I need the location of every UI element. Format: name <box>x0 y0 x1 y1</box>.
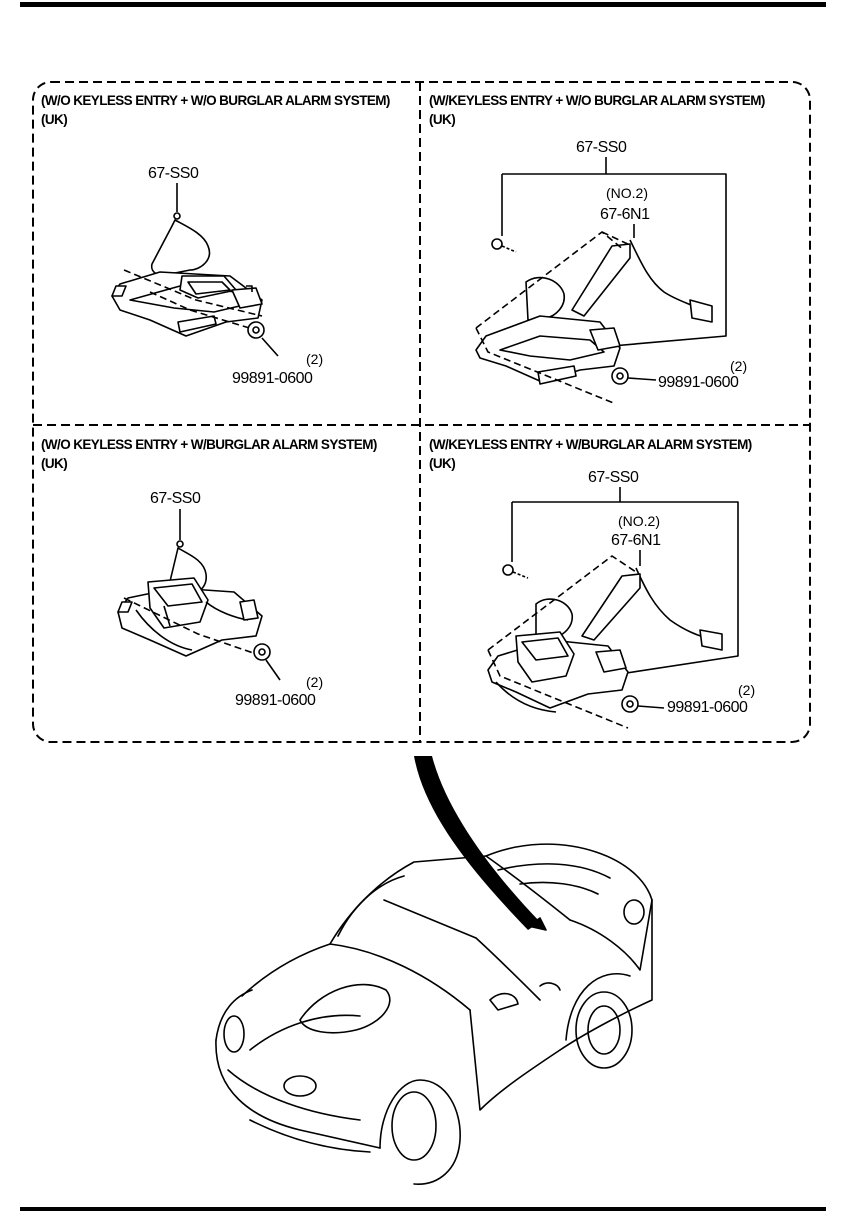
panel-4-nut-qty: (2) <box>738 682 755 698</box>
panel-4-region: (UK) <box>429 456 455 471</box>
panel-4-sub-no: (NO.2) <box>618 513 660 529</box>
panel-2: (W/KEYLESS ENTRY + W/O BURGLAR ALARM SYS… <box>429 93 765 405</box>
panel-3: (W/O KEYLESS ENTRY + W/BURGLAR ALARM SYS… <box>41 437 377 709</box>
panel-3-title: (W/O KEYLESS ENTRY + W/BURGLAR ALARM SYS… <box>41 437 377 452</box>
panel-1-unit-drawing <box>111 183 279 357</box>
panel-4-unit-drawing <box>487 487 739 729</box>
panel-2-sub-no: (NO.2) <box>606 185 648 201</box>
panel-2-region: (UK) <box>429 112 455 127</box>
panel-2-nut-part: 99891-0600 <box>658 374 739 391</box>
panel-1-nut-part: 99891-0600 <box>232 370 313 387</box>
bottom-rule <box>20 1207 826 1211</box>
panel-3-main-part: 67-SS0 <box>150 490 201 507</box>
panel-1: (W/O KEYLESS ENTRY + W/O BURGLAR ALARM S… <box>41 93 390 387</box>
panel-3-nut-qty: (2) <box>306 674 323 690</box>
panel-1-title: (W/O KEYLESS ENTRY + W/O BURGLAR ALARM S… <box>41 93 390 108</box>
panel-3-region: (UK) <box>41 456 67 471</box>
panel-4-nut-part: 99891-0600 <box>667 699 748 716</box>
panel-4-sub-part: 67-6N1 <box>611 532 661 549</box>
panel-1-region: (UK) <box>41 112 67 127</box>
panel-frame <box>32 81 811 743</box>
panel-4-main-part: 67-SS0 <box>588 469 639 486</box>
panel-1-main-part: 67-SS0 <box>148 165 199 182</box>
top-rule <box>20 2 826 7</box>
panel-2-unit-drawing <box>475 157 727 405</box>
panel-3-unit-drawing <box>117 509 281 681</box>
panel-2-nut-qty: (2) <box>730 358 747 374</box>
car-illustration <box>215 843 653 1185</box>
panel-2-main-part: 67-SS0 <box>576 139 627 156</box>
panel-3-nut-part: 99891-0600 <box>235 692 316 709</box>
panel-4-title: (W/KEYLESS ENTRY + W/BURGLAR ALARM SYSTE… <box>429 437 752 452</box>
panel-1-nut-qty: (2) <box>306 351 323 367</box>
panel-2-title: (W/KEYLESS ENTRY + W/O BURGLAR ALARM SYS… <box>429 93 765 108</box>
panel-4: (W/KEYLESS ENTRY + W/BURGLAR ALARM SYSTE… <box>429 437 755 729</box>
panel-2-sub-part: 67-6N1 <box>600 206 650 223</box>
location-pointer <box>414 756 540 930</box>
